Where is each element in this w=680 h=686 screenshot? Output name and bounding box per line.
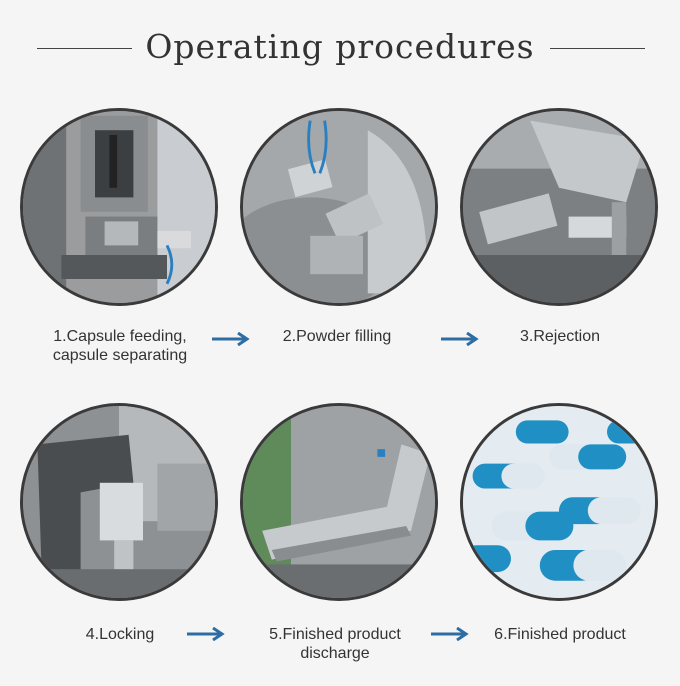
step-1-line-2: capsule separating — [52, 347, 188, 364]
photo-rejection — [460, 108, 658, 306]
arrow-right-icon — [441, 332, 479, 346]
step-label-2: 2.Powder filling — [262, 327, 412, 346]
page-title: Operating procedures — [145, 27, 535, 66]
arrow-right-icon — [187, 627, 225, 641]
step-label-3: 3.Rejection — [490, 327, 630, 346]
step-6-line-1: 6.Finished product — [494, 626, 626, 643]
step-3-line-1: 3.Rejection — [519, 328, 601, 345]
arrow-right-icon — [431, 627, 469, 641]
step-label-1: 1.Capsule feeding, capsule separating — [40, 327, 200, 365]
step-1-line-1: 1.Capsule feeding, — [53, 328, 187, 345]
step-5-line-1: 5.Finished product — [269, 626, 401, 643]
step-label-6: 6.Finished product — [480, 625, 640, 644]
photo-powder-filling — [240, 108, 438, 306]
photo-discharge — [240, 403, 438, 601]
step-4-line-1: 4.Locking — [85, 626, 155, 643]
arrow-right-icon — [212, 332, 250, 346]
step-5-line-2: discharge — [300, 645, 370, 662]
photo-capsule-feeding — [20, 108, 218, 306]
step-label-4: 4.Locking — [60, 625, 180, 644]
step-2-line-1: 2.Powder filling — [282, 328, 392, 345]
step-label-5: 5.Finished product discharge — [255, 625, 415, 663]
header: Operating procedures — [0, 26, 680, 70]
photo-finished-capsules — [460, 403, 658, 601]
title-rule-left — [37, 48, 132, 49]
photo-locking — [20, 403, 218, 601]
title-rule-right — [550, 48, 645, 49]
